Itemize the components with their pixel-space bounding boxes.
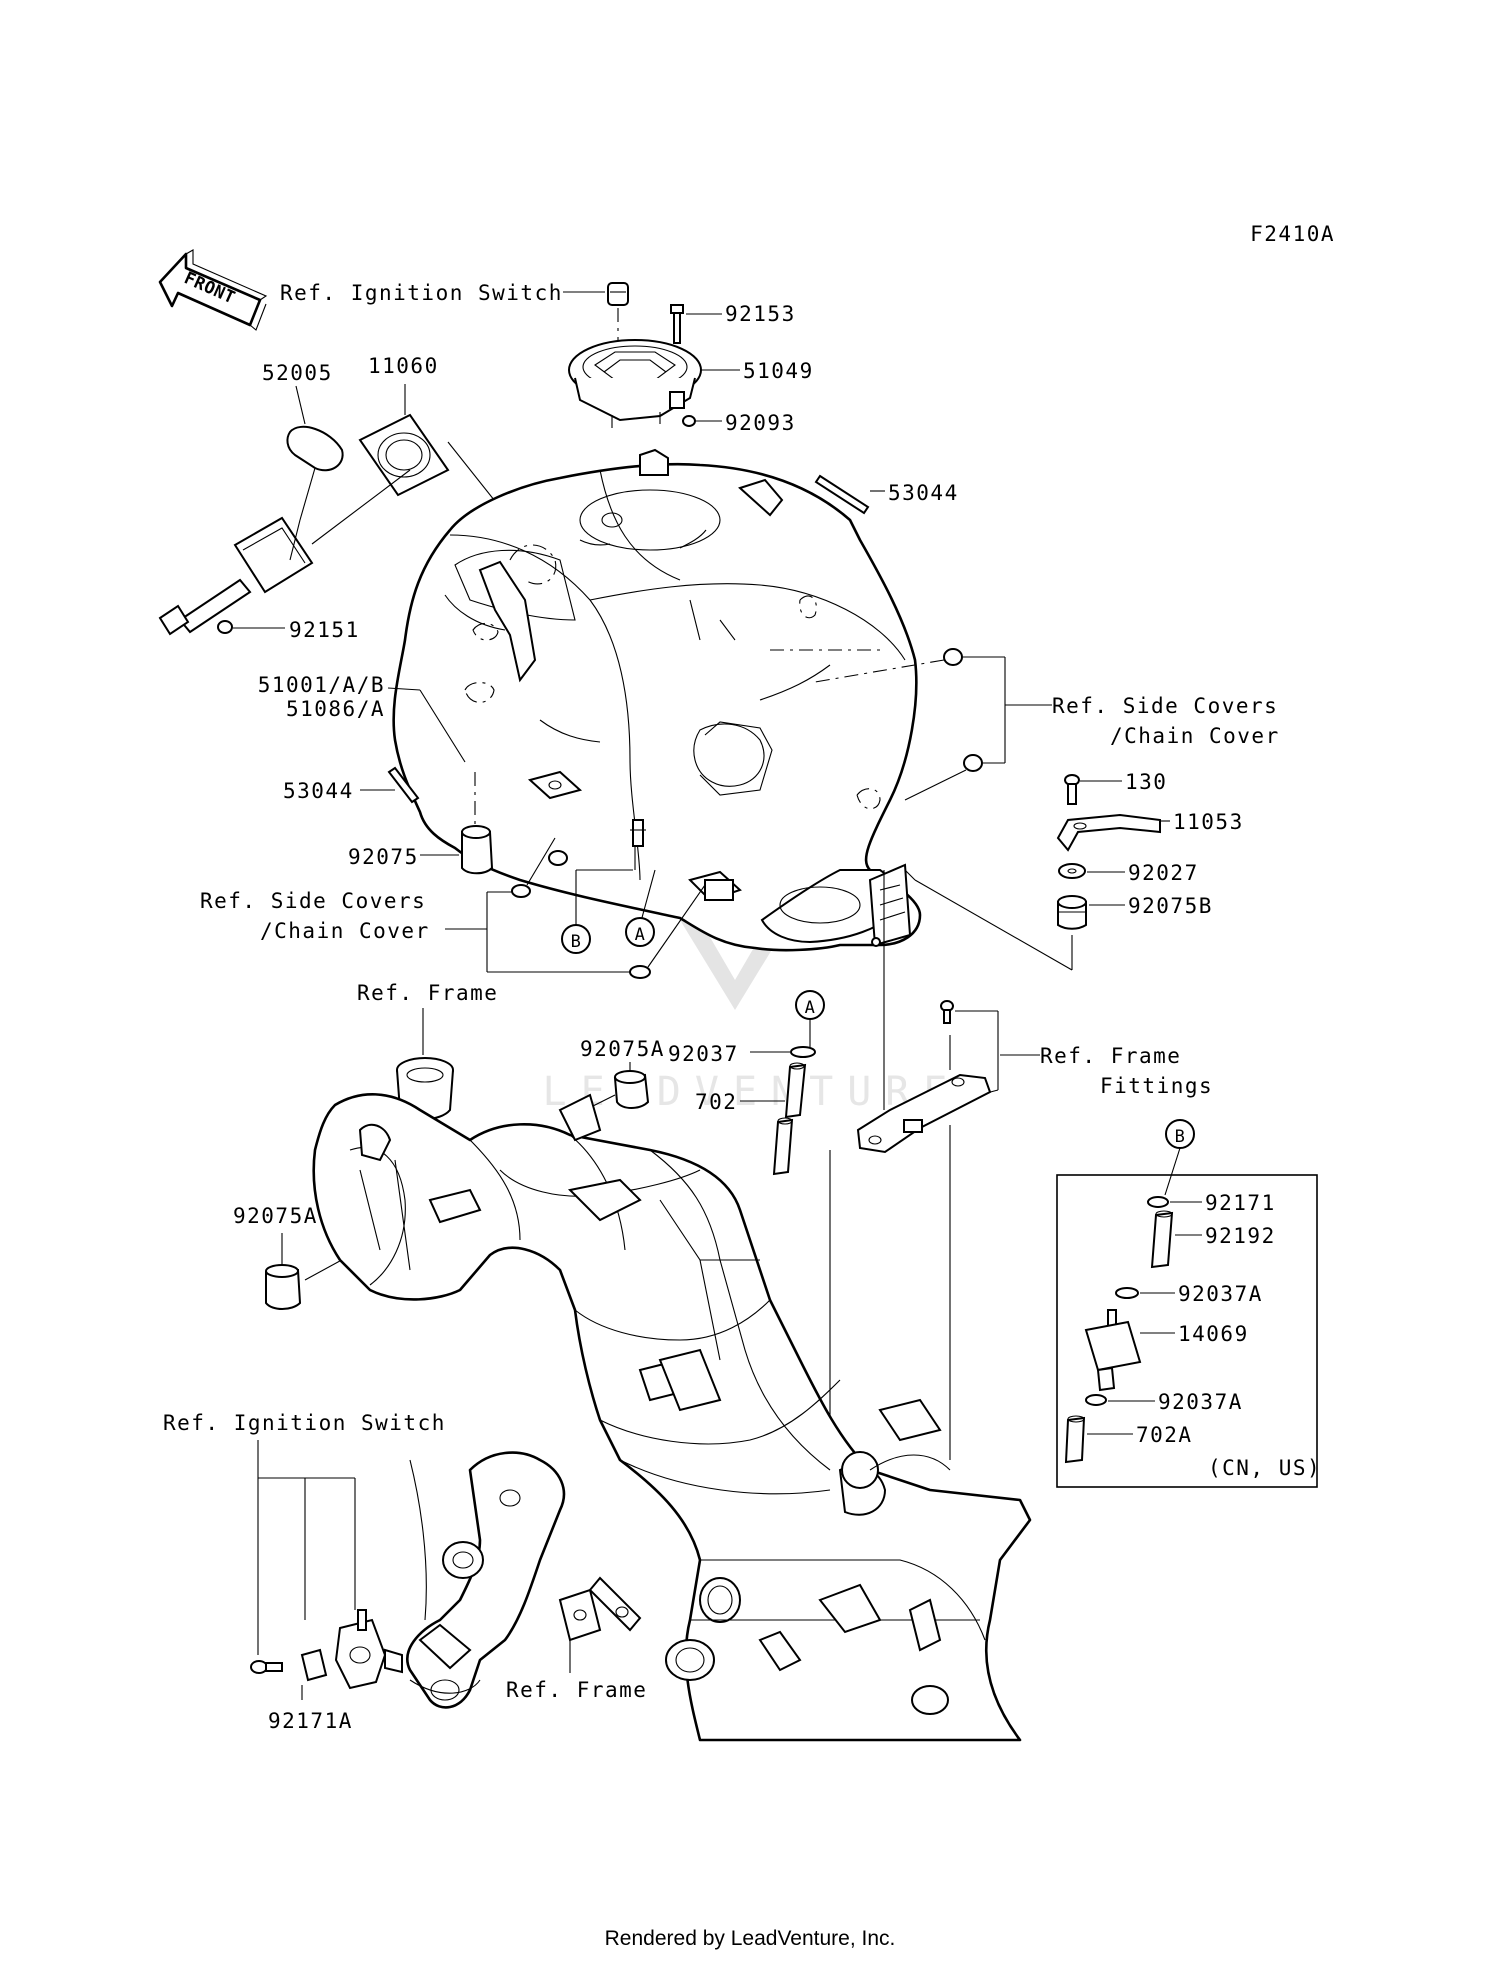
callout-b-inset: B — [1175, 1127, 1186, 1147]
part-53044-left: 53044 — [283, 779, 354, 803]
nut-92093-part — [682, 415, 696, 427]
label-ref-frame-bottom: Ref. Frame — [506, 1678, 647, 1702]
ignition-switch-lower-part — [250, 1609, 403, 1690]
part-92075: 92075 — [348, 845, 419, 869]
inset-box — [1056, 1174, 1318, 1488]
part-130: 130 — [1125, 770, 1167, 794]
part-702A: 702A — [1136, 1423, 1193, 1447]
strip-53044-left-part — [387, 766, 420, 804]
gasket-11060-part — [358, 413, 450, 497]
part-702: 702 — [695, 1090, 737, 1114]
part-11053: 11053 — [1173, 810, 1244, 834]
diagram-id: F2410A — [1250, 222, 1335, 246]
inset-note: (CN, US) — [1208, 1456, 1321, 1480]
part-92037A-1: 92037A — [1178, 1282, 1263, 1306]
callout-b: B — [571, 932, 582, 952]
footrest-bracket-part — [406, 1451, 642, 1709]
strip-53044-top-part — [814, 474, 870, 515]
pin-702A-part — [1064, 1415, 1086, 1464]
callout-a-mid: A — [805, 998, 816, 1018]
label-ref-side-covers-left-2: /Chain Cover — [260, 919, 430, 943]
damper-92075A-left-part — [265, 1264, 302, 1310]
part-51049: 51049 — [743, 359, 814, 383]
label-ref-side-covers-right-1: Ref. Side Covers — [1052, 694, 1278, 718]
part-92037A-2: 92037A — [1158, 1390, 1243, 1414]
grommet-left-2 — [629, 965, 651, 979]
label-ref-ignition-switch-2: Ref. Ignition Switch — [163, 1411, 446, 1435]
part-14069: 14069 — [1178, 1322, 1249, 1346]
damper-92075A-top-part — [613, 1070, 650, 1109]
clip-92037-part — [790, 1046, 816, 1058]
label-ref-frame-fittings-1: Ref. Frame — [1040, 1044, 1181, 1068]
part-53044-top: 53044 — [888, 481, 959, 505]
part-92075A-left: 92075A — [233, 1204, 318, 1228]
clip-92037A-2-part — [1085, 1394, 1107, 1406]
grommet-right-2 — [963, 754, 983, 772]
float-52005-part — [286, 425, 344, 521]
label-ref-side-covers-right-2: /Chain Cover — [1110, 724, 1280, 748]
frame-fitting-plate-part — [856, 1073, 992, 1154]
callout-a: A — [635, 925, 646, 945]
part-92171A: 92171A — [268, 1709, 353, 1733]
footer-credit: Rendered by LeadVenture, Inc. — [605, 1927, 896, 1950]
fuel-pump-part — [158, 516, 314, 636]
callout-b-circle — [561, 924, 591, 954]
part-92075B: 92075B — [1128, 894, 1213, 918]
washer-92027-part — [1058, 863, 1086, 879]
pin-92192-part — [1150, 1210, 1174, 1269]
bolt-92153-part — [670, 304, 684, 344]
part-51086: 51086/A — [286, 697, 385, 721]
solenoid-14069-part — [1084, 1309, 1142, 1392]
callout-a-circle — [625, 917, 655, 947]
part-51001: 51001/A/B — [258, 673, 385, 697]
frame-part — [312, 1057, 1032, 1742]
ignition-key-cylinder-part — [607, 282, 629, 306]
part-11060: 11060 — [368, 354, 439, 378]
damper-92075-part — [461, 825, 494, 875]
part-92192: 92192 — [1205, 1224, 1276, 1248]
clip-92171-part — [1147, 1196, 1169, 1208]
watermark-text: LEADVENTURE — [543, 1069, 962, 1115]
label-ref-ignition-switch: Ref. Ignition Switch — [280, 281, 563, 305]
label-ref-frame-fittings-2: Fittings — [1100, 1074, 1213, 1098]
label-ref-side-covers-left-1: Ref. Side Covers — [200, 889, 426, 913]
bracket-11053-part — [1056, 813, 1161, 852]
pin-702-part — [772, 1062, 807, 1176]
part-92093: 92093 — [725, 411, 796, 435]
bolt-92151-part — [217, 620, 233, 634]
part-92075A-top: 92075A — [580, 1037, 665, 1061]
grommet-left-1 — [511, 884, 531, 898]
bolt-frame-fitting-part — [940, 1000, 954, 1024]
fuel-cap-51049-part — [568, 339, 702, 428]
front-arrow-icon: FRONT — [158, 249, 268, 331]
part-52005: 52005 — [262, 361, 333, 385]
clip-92037A-1-part — [1115, 1287, 1139, 1299]
label-ref-frame-top: Ref. Frame — [357, 981, 498, 1005]
damper-92075B-part — [1057, 895, 1087, 930]
bolt-130-part — [1064, 774, 1080, 805]
fuel-tank-part — [392, 448, 922, 952]
part-92151: 92151 — [289, 618, 360, 642]
part-92027: 92027 — [1128, 861, 1199, 885]
part-92037: 92037 — [668, 1042, 739, 1066]
part-92153: 92153 — [725, 302, 796, 326]
part-92171: 92171 — [1205, 1191, 1276, 1215]
grommet-right-1 — [943, 648, 963, 666]
